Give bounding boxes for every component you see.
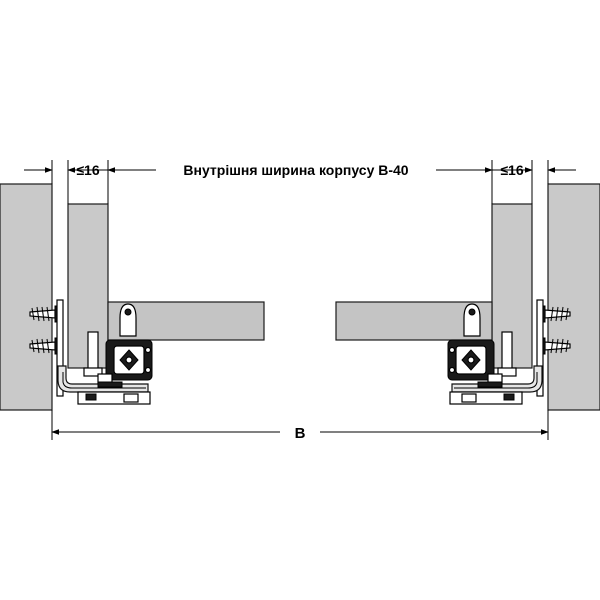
- inner-width-label: Внутрішня ширина корпусу B-40: [183, 162, 408, 178]
- right-gap-label: ≤16: [500, 162, 523, 178]
- bottom-dimension-line: [51, 410, 549, 440]
- left-cabinet-assembly: [0, 183, 265, 411]
- top-dimension-lines: [24, 160, 576, 204]
- left-gap-label: ≤16: [76, 162, 99, 178]
- overall-width-label: B: [295, 425, 306, 442]
- right-cabinet-assembly: [335, 183, 600, 411]
